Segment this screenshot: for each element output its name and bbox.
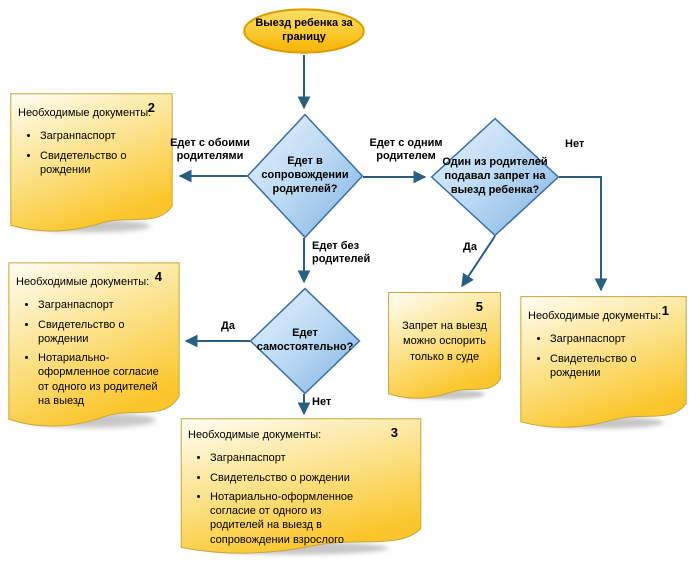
document-list: ЗагранпаспортСвидетельство о рождении [528, 332, 675, 380]
document-item: Свидетельство о рождении [38, 318, 168, 347]
card-documents-4: 4 Необходимые документы: ЗагранпаспортСв… [8, 262, 180, 432]
card-number: 5 [475, 299, 483, 314]
decision-accompanied-label: Едет в сопровождении родителей? [261, 155, 349, 195]
card-number: 3 [390, 425, 398, 440]
start-label: Выезд ребенка за границу [255, 17, 353, 43]
arrow-ban-yes-to-card5 [461, 235, 496, 288]
arrow-ban-no-to-card1 [559, 176, 608, 292]
card-number: 2 [147, 100, 155, 115]
card-documents-3: 3 Необходимые документы: ЗагранпаспортСв… [180, 418, 422, 558]
card-documents-1: 1 Необходимые документы: ЗагранпаспортСв… [520, 296, 687, 432]
card-title: Необходимые документы: [16, 276, 150, 288]
edge-label-ban-yes: Да [463, 241, 477, 253]
card-text: Запрет на выезд можно оспорить только в … [402, 320, 487, 363]
card-contest-ban-5: 5 Запрет на выезд можно оспорить только … [388, 292, 501, 402]
diamond-shape [250, 288, 360, 394]
document-item: Загранпаспорт [40, 129, 161, 143]
edge-label-alone-yes: Да [221, 320, 235, 332]
edge-label-alone-no: Нет [312, 396, 332, 408]
document-item: Свидетельство о рождении [210, 471, 358, 485]
decision-alone: Едет самостоятельно? [250, 288, 360, 394]
document-item: Загранпаспорт [550, 332, 675, 346]
note-paper-shape [520, 296, 687, 429]
edge-label-without-parents: Едет без родителей [312, 240, 371, 266]
card-title: Необходимые документы: [188, 429, 322, 441]
card-title: Необходимые документы: [18, 107, 152, 119]
card-title: Необходимые документы: [528, 310, 662, 322]
start-node: Выезд ребенка за границу [243, 8, 365, 54]
document-item: Нотариально-оформленное согласие от одно… [210, 490, 358, 547]
document-item: Загранпаспорт [38, 298, 168, 312]
document-list: ЗагранпаспортСвидетельство о рождении [18, 129, 161, 177]
note-paper-shape [10, 93, 173, 233]
document-item: Свидетельство о рождении [40, 149, 161, 178]
edge-label-both-parents: Едет с обоими родителями [170, 137, 250, 163]
note-paper-shape [8, 262, 180, 428]
card-number: 4 [154, 269, 162, 284]
decision-alone-label: Едет самостоятельно? [256, 327, 354, 353]
card-number: 1 [661, 303, 669, 318]
decision-ban: Один из родителей подавал запрет на выез… [431, 118, 559, 236]
edge-label-one-parent: Едет с одним родителем [369, 137, 443, 163]
note-paper-shape [180, 418, 422, 555]
start-ellipse-shape [243, 8, 365, 54]
diamond-shape [247, 114, 363, 238]
document-item: Свидетельство о рождении [550, 352, 675, 381]
document-list: ЗагранпаспортСвидетельство о рожденииНот… [16, 298, 168, 408]
document-list: ЗагранпаспортСвидетельство о рожденииНот… [188, 451, 358, 547]
diamond-shape [431, 118, 559, 236]
document-item: Нотариально-оформленное согласие от одно… [38, 351, 168, 408]
edge-label-ban-no: Нет [565, 138, 585, 150]
card-documents-2: 2 Необходимые документы: ЗагранпаспортСв… [10, 93, 173, 236]
decision-ban-label: Один из родителей подавал запрет на выез… [442, 156, 548, 196]
decision-accompanied: Едет в сопровождении родителей? [247, 114, 363, 238]
document-item: Загранпаспорт [210, 451, 358, 465]
note-paper-shape [388, 292, 501, 400]
